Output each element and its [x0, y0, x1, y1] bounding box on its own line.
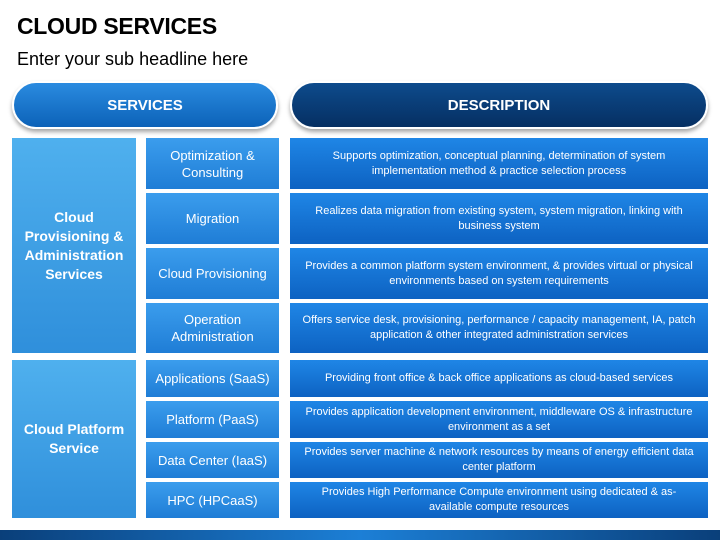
services-column-header: SERVICES: [12, 81, 278, 129]
service-platform-paas: Platform (PaaS): [146, 401, 279, 438]
group-cloud-provisioning: Cloud Provisioning & Administration Serv…: [12, 138, 136, 353]
group-cloud-platform: Cloud Platform Service: [12, 360, 136, 518]
description-hpc-hpcaas: Provides High Performance Compute enviro…: [290, 482, 708, 518]
description-column-header: DESCRIPTION: [290, 81, 708, 129]
description-migration: Realizes data migration from existing sy…: [290, 193, 708, 244]
page-title: CLOUD SERVICES: [17, 13, 217, 39]
service-operation-administration: Operation Administration: [146, 303, 279, 353]
description-cloud-provisioning: Provides a common platform system enviro…: [290, 248, 708, 299]
description-platform-paas: Provides application development environ…: [290, 401, 708, 438]
description-operation-administration: Offers service desk, provisioning, perfo…: [290, 303, 708, 353]
service-optimization-consulting: Optimization & Consulting: [146, 138, 279, 189]
description-data-center-iaas: Provides server machine & network resour…: [290, 442, 708, 478]
page-subtitle: Enter your sub headline here: [17, 49, 249, 69]
service-cloud-provisioning: Cloud Provisioning: [146, 248, 279, 299]
service-data-center-iaas: Data Center (IaaS): [146, 442, 279, 478]
service-applications-saas: Applications (SaaS): [146, 360, 279, 397]
service-hpc-hpcaas: HPC (HPCaaS): [146, 482, 279, 518]
service-migration: Migration: [146, 193, 279, 244]
description-optimization-consulting: Supports optimization, conceptual planni…: [290, 138, 708, 189]
description-applications-saas: Providing front office & back office app…: [290, 360, 708, 397]
footer-bar: [0, 530, 720, 540]
